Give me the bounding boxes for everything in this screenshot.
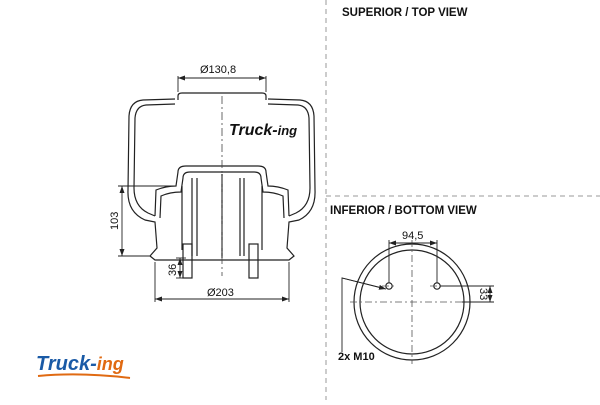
side-view-watermark: Truck-ing (229, 122, 297, 139)
bottom-view-title: INFERIOR / BOTTOM VIEW (330, 205, 477, 217)
dimension-stud-length (176, 257, 186, 279)
bellows-inner (133, 103, 176, 217)
dimension-bolt-spacing (388, 240, 438, 283)
dimension-top-diameter (177, 75, 267, 92)
bottom-view-center-lines (350, 240, 474, 364)
svg-text:Truck-ing: Truck-ing (36, 353, 124, 375)
top-plate (177, 92, 267, 100)
bolt-spacing-label: 94,5 (402, 230, 423, 242)
dimension-base-diameter (154, 262, 290, 302)
base-diameter-label: Ø203 (207, 287, 234, 299)
dimension-offset (440, 285, 494, 303)
right-stud (248, 243, 259, 279)
top-view-title: SUPERIOR / TOP VIEW (342, 7, 468, 19)
left-stud (182, 243, 193, 279)
dimension-height (118, 185, 176, 257)
air-spring-side-view (127, 92, 316, 279)
offset-label: 33 (477, 288, 489, 300)
height-label: 103 (109, 212, 121, 230)
top-diameter-label: Ø130,8 (200, 64, 236, 76)
stud-length-label: 36 (167, 264, 179, 276)
bolt-callout-label: 2x M10 (338, 351, 375, 363)
logo-text-main: Truck- (36, 353, 97, 375)
logo-swoosh (37, 373, 131, 379)
brand-logo: Truck-ing (36, 353, 131, 379)
bolt-callout-leader (341, 277, 387, 352)
logo-text-accent: ing (97, 354, 124, 374)
